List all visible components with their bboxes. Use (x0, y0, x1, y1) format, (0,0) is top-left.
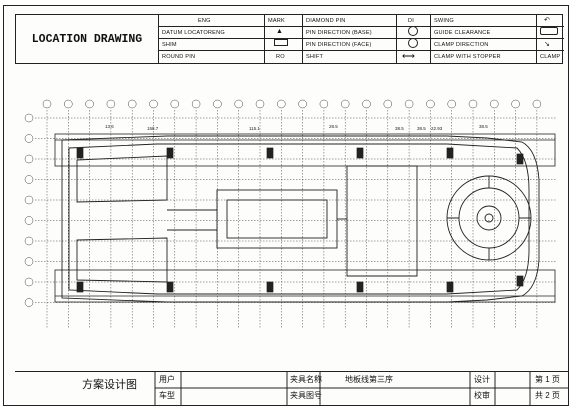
dim-label: 38.5 (479, 124, 488, 129)
page-number: 第 1 页 (535, 375, 560, 384)
floor-drawing: 13.6 158.7 115.1 28.5 38.5 38.5 22.93 38… (24, 99, 557, 328)
fixture-bases (54, 133, 556, 303)
grid-balloon (42, 99, 52, 109)
legend-di: DI (408, 18, 414, 24)
vehicle-floor-outline (61, 135, 540, 303)
fixture-no-label: 夹具图号 (290, 391, 322, 400)
dim-label: 13.6 (105, 124, 114, 129)
dim-label: 38.5 (417, 126, 426, 131)
legend-pin-dir-base: PIN DIRECTION (BASE) (306, 30, 372, 36)
drawing-title-cn: 方案设计图 (82, 379, 137, 391)
guide-clearance-icon (540, 27, 558, 40)
grid-balloon (426, 99, 435, 109)
grid-balloon (490, 99, 499, 109)
legend-ro: RO (276, 54, 285, 60)
grid-balloon (511, 99, 520, 109)
design-label: 设计 (474, 375, 490, 384)
grid-balloon (340, 99, 350, 109)
spare-tire-well (446, 175, 532, 261)
legend-guide-clearance: GUIDE CLEARANCE (434, 30, 491, 36)
grid-balloon (234, 99, 243, 109)
dim-label: 22.93 (431, 126, 443, 131)
dim-label: 115.1 (249, 126, 260, 131)
grid-balloon (24, 175, 34, 184)
dim-label: 158.7 (147, 126, 159, 131)
grid-balloon (24, 298, 34, 307)
grid-balloon (64, 99, 73, 109)
drawing-title: LOCATION DRAWING (31, 32, 143, 46)
grid-balloon (468, 99, 478, 109)
legend-diamond-pin: DIAMOND PIN (306, 18, 346, 24)
triangle-icon: ▲ (276, 28, 283, 35)
grid-balloon (24, 134, 34, 143)
grid-balloon (447, 99, 456, 109)
grid-balloon (170, 99, 180, 109)
clamp-units (76, 147, 524, 293)
grid-balloon (24, 236, 34, 246)
circle-b-icon (408, 26, 418, 41)
legend-datum-locator: DATUM LOCATORENG (162, 30, 225, 36)
grid-balloon (191, 99, 201, 109)
grid-balloon (127, 99, 137, 109)
user-label: 用户 (159, 375, 175, 384)
legend-round-pin: ROUND PIN (162, 54, 196, 60)
grid-balloon (319, 99, 329, 109)
grid-balloon (277, 99, 286, 109)
legend-pin-dir-face: PIN DIRECTION (FACE) (306, 42, 372, 48)
grid-balloon (383, 99, 393, 109)
grid-balloon (532, 99, 542, 109)
model-label: 车型 (159, 391, 175, 400)
legend-shim: SHIM (162, 42, 177, 48)
legend-clamp: CLAMP (540, 54, 561, 60)
legend-mark: MARK (268, 18, 285, 24)
grid-balloon (24, 277, 34, 287)
clamp-direction-icon: ↘ (544, 41, 550, 48)
dim-label: 28.5 (329, 124, 338, 129)
shim-icon (274, 39, 288, 51)
page-total: 共 2 页 (535, 391, 560, 400)
drawing-sheet (3, 5, 569, 406)
swing-icon: ↶ (544, 17, 550, 24)
grid-balloon (24, 195, 34, 205)
title-block-lines (154, 372, 569, 405)
check-label: 校审 (474, 391, 490, 400)
grid-balloon (213, 99, 222, 109)
grid-balloon (24, 113, 34, 123)
grid-balloon (85, 99, 94, 109)
legend-clamp-direction: CLAMP DIRECTION (434, 42, 489, 48)
double-arrow-icon: ⟷ (402, 51, 415, 61)
legend-eng: ENG (198, 18, 211, 24)
grid-balloon (149, 99, 158, 109)
grid-balloon (255, 99, 265, 109)
fixture-name-label: 夹具名称 (290, 375, 322, 384)
circle-f-icon (408, 38, 418, 53)
fixture-name: 地板线第三序 (345, 375, 393, 384)
legend-table: LOCATION DRAWING ENG DATUM LOCATORENG SH… (15, 14, 564, 64)
grid-balloon (298, 99, 307, 109)
grid-balloon (404, 99, 414, 109)
grid-balloon (24, 216, 34, 225)
grid-balloon (106, 99, 116, 109)
dim-label: 38.5 (395, 126, 404, 131)
grid-balloon (362, 99, 371, 109)
grid-balloon (24, 257, 34, 266)
legend-clamp-stopper: CLAMP WITH STOPPER (434, 54, 501, 60)
legend-shift: SHIFT (306, 54, 324, 60)
grid-balloon (24, 154, 34, 164)
legend-swing: SWING (434, 18, 454, 24)
title-block: 方案设计图 用户 车型 夹具名称 地板线第三序 夹具图号 设计 校审 第 1 页… (15, 371, 569, 405)
